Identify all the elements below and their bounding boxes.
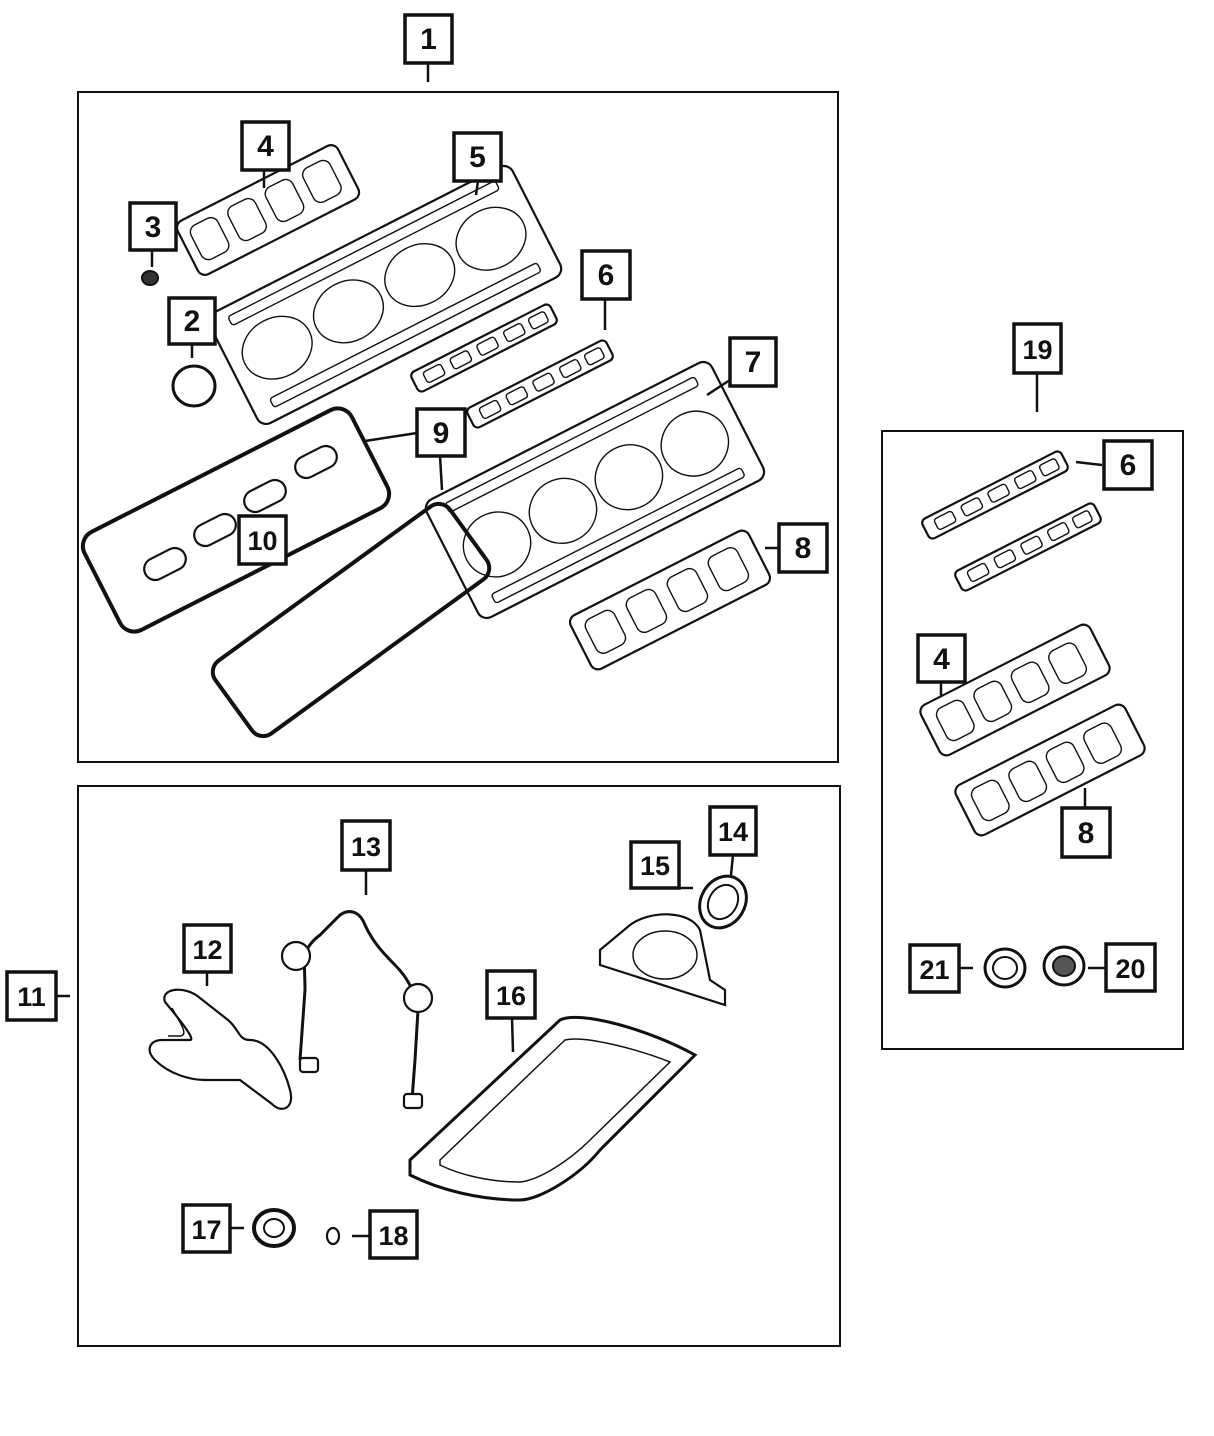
part-5-cylinder-head-gasket: [207, 164, 563, 426]
part-8-exhaust-manifold-gasket-kit: [954, 703, 1146, 837]
part-6-intake-manifold-gasket: [410, 303, 614, 429]
callout-5: 5: [452, 131, 503, 183]
part-17-front-crankshaft-seal: [252, 1208, 296, 1248]
callout-2: 2: [167, 296, 217, 346]
part-2-o-ring: [171, 364, 217, 408]
callout-16: 16: [485, 969, 537, 1020]
part-18-o-ring: [325, 1226, 341, 1246]
part-7-cylinder-head-gasket: [424, 360, 766, 620]
svg-text:1: 1: [420, 23, 437, 56]
svg-text:16: 16: [496, 981, 526, 1011]
part-3-plug: [141, 270, 159, 286]
part-14-rear-crankshaft-seal: [698, 874, 748, 930]
callout-4: 4: [240, 120, 291, 172]
callout-13: 13: [340, 819, 392, 872]
callout-10: 10: [237, 514, 288, 566]
callout-14: 14: [708, 805, 758, 857]
part-13-timing-cover-gasket: [280, 910, 434, 1110]
callout-19: 19: [1012, 322, 1063, 375]
part-8-exhaust-manifold-gasket: [568, 529, 772, 671]
svg-text:19: 19: [1022, 335, 1052, 365]
svg-text:6: 6: [598, 259, 615, 292]
callout-18: 18: [368, 1209, 419, 1260]
svg-text:6: 6: [1120, 449, 1137, 482]
svg-text:12: 12: [192, 935, 222, 965]
part-9-valve-cover-gasket: [80, 406, 492, 739]
callout-8: 8: [777, 522, 829, 574]
callout-1: 1: [403, 13, 454, 65]
svg-text:10: 10: [247, 526, 277, 556]
svg-text:18: 18: [378, 1221, 408, 1251]
part-16-oil-pan-gasket: [408, 1015, 698, 1202]
callout-15: 15: [629, 840, 681, 890]
svg-text:2: 2: [184, 305, 201, 338]
callout-20: 20: [1104, 942, 1157, 993]
svg-text:3: 3: [145, 211, 162, 244]
svg-text:14: 14: [718, 817, 748, 847]
side-gasket-set-frame: [881, 430, 1184, 1050]
svg-text:8: 8: [795, 532, 812, 565]
svg-text:11: 11: [17, 982, 46, 1012]
svg-text:4: 4: [257, 130, 274, 163]
callout-17: 17: [181, 1203, 232, 1254]
svg-text:20: 20: [1115, 954, 1145, 984]
callout-11: 11: [5, 970, 58, 1022]
svg-text:21: 21: [919, 955, 949, 985]
callout-8-kit: 8: [1060, 806, 1112, 859]
part-15-rear-seal-retainer: [598, 913, 727, 1007]
part-4-exhaust-manifold-gasket-kit: [919, 623, 1111, 757]
svg-text:5: 5: [469, 141, 486, 174]
leader-lines: [56, 63, 1106, 1238]
svg-text:7: 7: [745, 346, 762, 379]
part-12-water-pump-gasket: [148, 988, 293, 1110]
svg-text:15: 15: [640, 851, 670, 881]
part-6-intake-manifold-gasket-kit: [921, 450, 1102, 592]
part-10-spark-plug-tube-seals: [143, 444, 338, 582]
svg-text:13: 13: [351, 832, 381, 862]
callout-7: 7: [728, 336, 778, 388]
part-20-seal: [1042, 945, 1086, 987]
part-4-exhaust-manifold-gasket: [175, 144, 361, 276]
svg-text:4: 4: [933, 643, 950, 676]
callout-12: 12: [182, 923, 233, 974]
lower-gasket-set-frame: [77, 785, 841, 1347]
callout-6: 6: [580, 249, 632, 301]
callout-3: 3: [128, 201, 178, 252]
upper-gasket-set-frame: [77, 91, 839, 763]
svg-text:8: 8: [1078, 817, 1095, 850]
callout-9: 9: [415, 407, 467, 458]
svg-text:9: 9: [433, 417, 450, 450]
callout-21: 21: [908, 943, 961, 994]
callout-4-kit: 4: [916, 633, 967, 684]
part-21-seal: [983, 947, 1027, 989]
svg-text:17: 17: [191, 1215, 221, 1245]
callout-6-kit: 6: [1102, 439, 1154, 491]
